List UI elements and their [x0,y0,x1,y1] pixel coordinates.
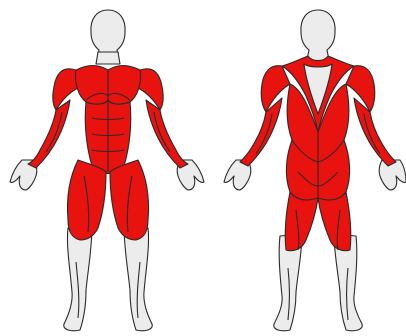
front-right-arm [146,100,188,168]
back-head [301,10,335,63]
back-right-hand [379,160,406,190]
back-right-hamstring [318,192,351,251]
front-view [10,10,204,331]
front-neck [96,52,120,64]
back-view [224,10,406,331]
front-left-arm [28,100,70,168]
back-muscle-lines [256,114,380,320]
back-right-arm [354,98,396,166]
front-right-thigh [110,160,149,240]
back-left-hamstring [285,192,318,251]
front-left-thigh [67,160,106,240]
back-left-arm [240,98,282,166]
